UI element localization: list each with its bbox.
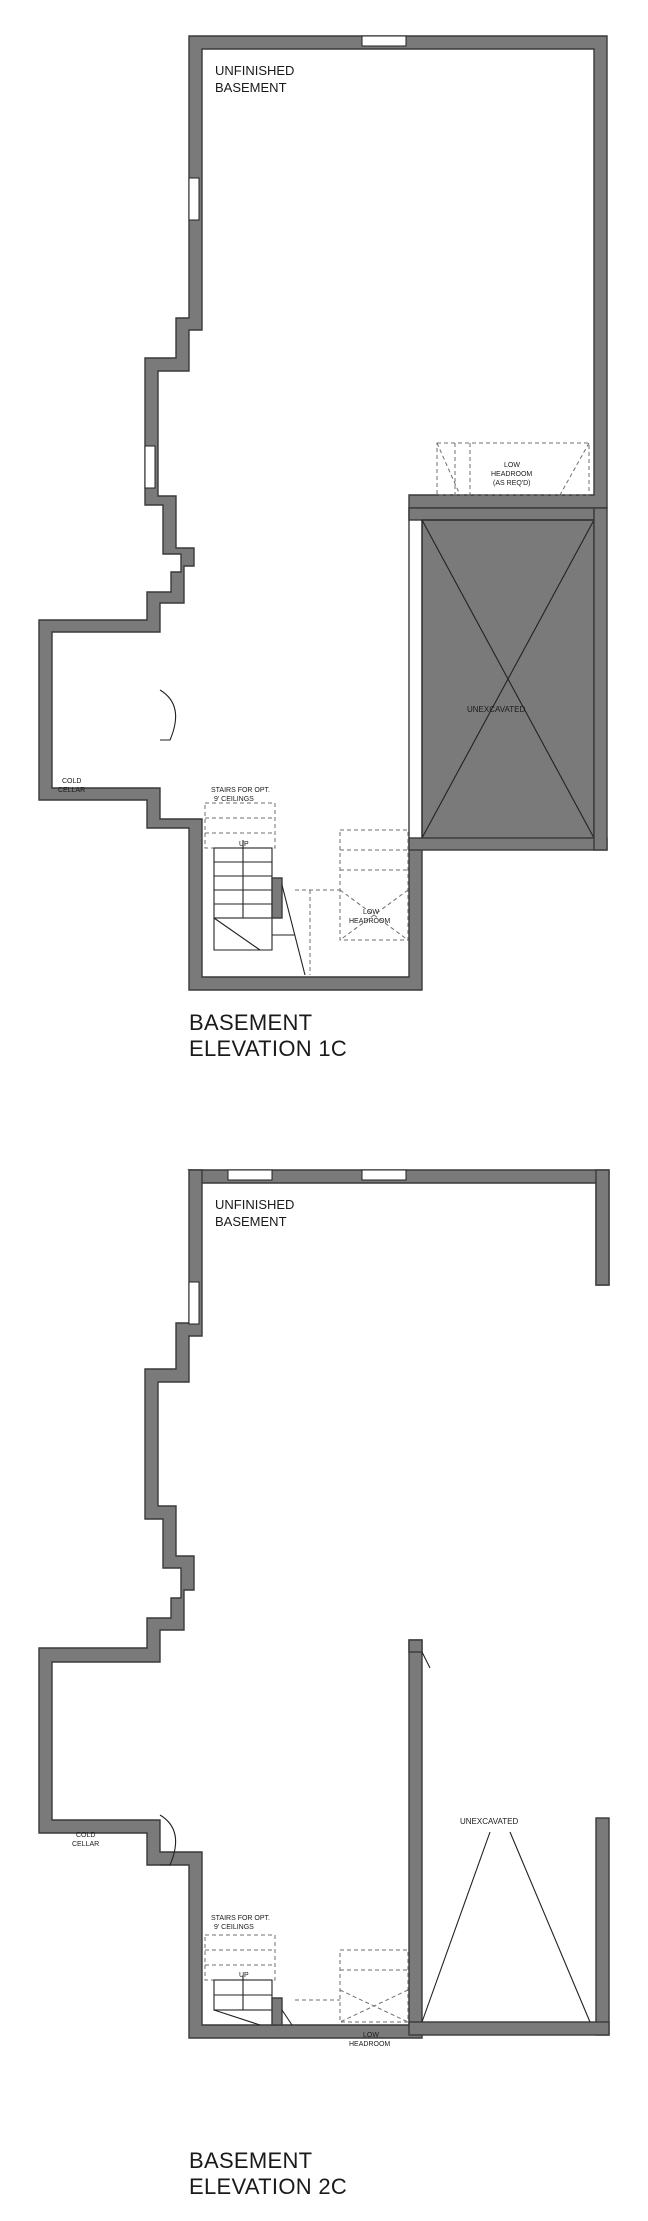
stair-winder bbox=[213, 2009, 261, 2026]
unexcavated-bottom-wall bbox=[408, 837, 608, 851]
up-label: UP bbox=[239, 841, 249, 848]
caption-elevation-2c: BASEMENT ELEVATION 2C bbox=[189, 2148, 347, 2200]
exterior-walls-left bbox=[38, 1169, 423, 2039]
up-label: UP bbox=[239, 1972, 249, 1979]
right-wall-lower bbox=[595, 1817, 610, 2036]
stairs bbox=[204, 1934, 293, 2026]
stair-landing bbox=[213, 917, 273, 951]
window-top-1 bbox=[227, 1169, 273, 1181]
low-headroom-zone bbox=[339, 1949, 409, 2023]
unexcavated-x-1 bbox=[421, 1831, 491, 2023]
wall-tick bbox=[421, 1651, 431, 1669]
stairs bbox=[204, 802, 306, 976]
hatch-line bbox=[339, 889, 409, 941]
window-top bbox=[361, 35, 407, 47]
unexcavated-wall bbox=[408, 507, 595, 521]
interior-wall bbox=[408, 1639, 423, 1653]
unexcavated-x-2 bbox=[421, 519, 595, 839]
window-left-2 bbox=[144, 445, 156, 489]
caption-line-1: BASEMENT bbox=[189, 2148, 313, 2173]
cold-cellar-door-swing bbox=[159, 1814, 177, 1866]
hatch-line bbox=[559, 442, 590, 496]
low-headroom-label-2: HEADROOM bbox=[349, 918, 390, 925]
right-wall-upper bbox=[595, 1169, 610, 1286]
hatch-line bbox=[436, 442, 461, 496]
low-headroom-label-2: HEADROOM bbox=[349, 2041, 390, 2048]
low-headroom-req-label-2: HEADROOM bbox=[491, 471, 532, 478]
stair-post bbox=[271, 1997, 283, 2026]
unexcavated-right-wall bbox=[593, 507, 608, 851]
caption-line-1: BASEMENT bbox=[189, 1010, 313, 1035]
low-headroom-req-label-1: LOW bbox=[504, 462, 520, 469]
unexcavated-label: UNEXCAVATED bbox=[460, 1817, 518, 1826]
plan-elevation-2c: UNFINISHED BASEMENT COLD CELLAR STAIRS F… bbox=[38, 1169, 610, 2048]
stair-winder bbox=[213, 917, 261, 951]
stairs-note-1: STAIRS FOR OPT. bbox=[211, 1915, 270, 1922]
unexcavated-bottom-wall bbox=[408, 2021, 610, 2036]
caption-elevation-1c: BASEMENT ELEVATION 1C bbox=[189, 1010, 347, 1062]
cold-cellar-label-2: CELLAR bbox=[58, 787, 85, 794]
cold-cellar-label-1: COLD bbox=[76, 1832, 95, 1839]
window-left bbox=[188, 1281, 200, 1325]
unexcavated-x-2 bbox=[509, 1831, 591, 2023]
room-label-line-2: BASEMENT bbox=[215, 1214, 287, 1229]
caption-line-2: ELEVATION 2C bbox=[189, 2174, 348, 2199]
low-headroom-label-1: LOW bbox=[363, 2032, 379, 2039]
plan-elevation-1c: UNFINISHED BASEMENT COLD CELLAR STAIRS F… bbox=[38, 35, 608, 991]
stairs-note-1: STAIRS FOR OPT. bbox=[211, 787, 270, 794]
cold-cellar-label-1: COLD bbox=[62, 778, 81, 785]
low-headroom-label-1: LOW bbox=[363, 909, 379, 916]
room-label-line-1: UNFINISHED bbox=[215, 1197, 294, 1212]
low-headroom-req-label-3: (AS REQ'D) bbox=[493, 480, 531, 487]
hatch-line bbox=[339, 1989, 409, 2023]
stairs-note-2: 9' CEILINGS bbox=[214, 1924, 254, 1931]
window-top-2 bbox=[361, 1169, 407, 1181]
stair-post bbox=[271, 877, 283, 919]
stair-handrail bbox=[281, 2009, 293, 2026]
stairs-note-2: 9' CEILINGS bbox=[214, 796, 254, 803]
cold-cellar-label-2: CELLAR bbox=[72, 1841, 99, 1848]
low-headroom-req-zone bbox=[436, 442, 590, 496]
room-label-line-2: BASEMENT bbox=[215, 80, 287, 95]
caption-line-2: ELEVATION 1C bbox=[189, 1036, 348, 1061]
window-left-1 bbox=[188, 177, 200, 221]
cold-cellar-door-swing bbox=[159, 689, 177, 741]
unexcavated-label: UNEXCAVATED bbox=[467, 705, 525, 714]
low-headroom-zone bbox=[339, 829, 409, 941]
room-label-line-1: UNFINISHED bbox=[215, 63, 294, 78]
stair-handrail bbox=[281, 884, 306, 976]
